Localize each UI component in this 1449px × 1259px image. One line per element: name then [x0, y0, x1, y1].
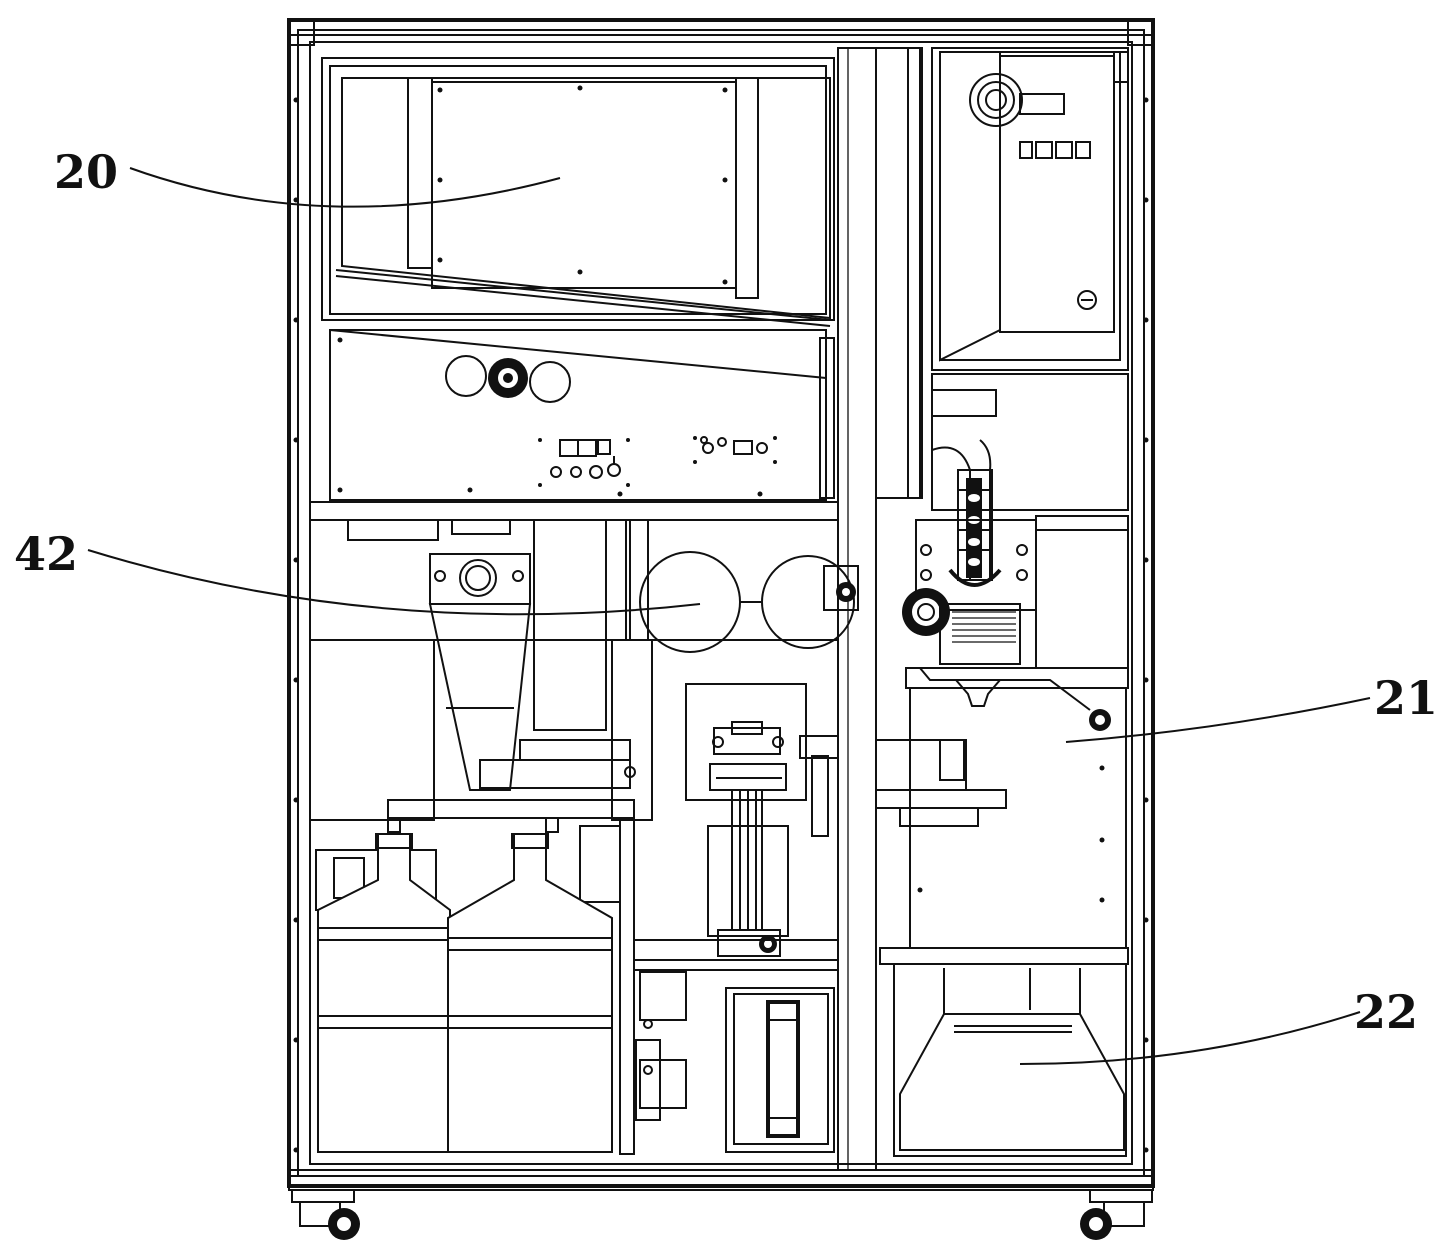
control-panel — [330, 330, 834, 500]
callout-label-21: 21 — [1374, 671, 1438, 725]
leader-line-42 — [88, 550, 700, 614]
waste-bin — [880, 948, 1128, 1156]
callout-label-22: 22 — [1354, 985, 1418, 1039]
powder-hopper-assembly — [310, 520, 858, 790]
leader-line-22 — [1020, 1012, 1360, 1064]
control-box — [932, 48, 1128, 370]
display-panel-assembly — [322, 58, 834, 326]
leader-line-20 — [130, 168, 560, 207]
water-bottle-rack — [316, 740, 686, 1154]
leader-line-21 — [1066, 698, 1370, 742]
callout-label-42: 42 — [14, 527, 78, 581]
callout-label-20: 20 — [54, 145, 118, 199]
cup-dispenser — [902, 374, 1128, 668]
